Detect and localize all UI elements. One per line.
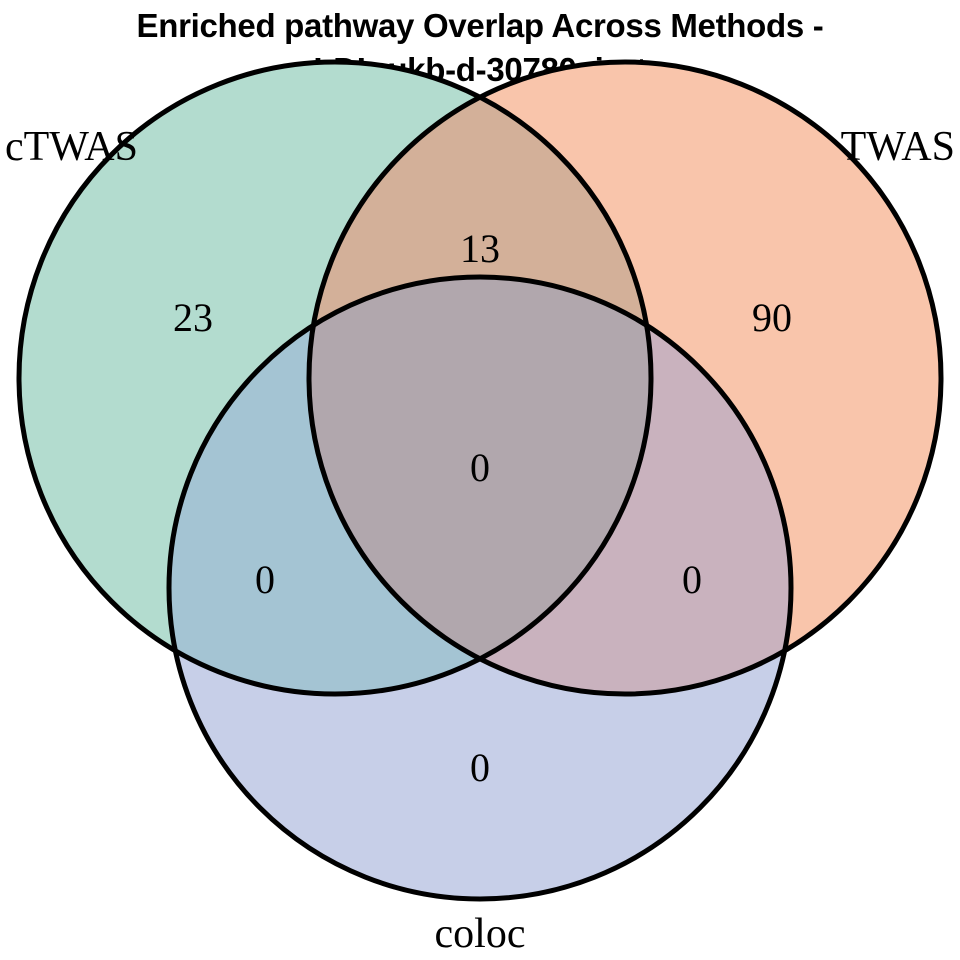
circle-coloc-outline xyxy=(166,274,794,902)
circle-twas-outline xyxy=(306,59,944,697)
count-ctwas-twas: 13 xyxy=(460,226,500,271)
circle-ctwas-outline xyxy=(16,59,654,697)
set-label-ctwas: cTWAS xyxy=(5,124,138,170)
venn-regions xyxy=(19,62,941,899)
venn-outlines xyxy=(16,59,944,902)
set-label-twas: TWAS xyxy=(841,124,955,170)
set-label-coloc: coloc xyxy=(435,911,526,957)
overlap-all-three xyxy=(309,277,651,694)
count-ctwas-coloc: 0 xyxy=(255,557,275,602)
count-coloc-only: 0 xyxy=(470,745,490,790)
chart-title-line-1: Enriched pathway Overlap Across Methods … xyxy=(136,7,824,44)
count-twas-coloc: 0 xyxy=(682,557,702,602)
count-all-three: 0 xyxy=(470,445,490,490)
count-twas-only: 90 xyxy=(752,295,792,340)
count-ctwas-only: 23 xyxy=(173,295,213,340)
